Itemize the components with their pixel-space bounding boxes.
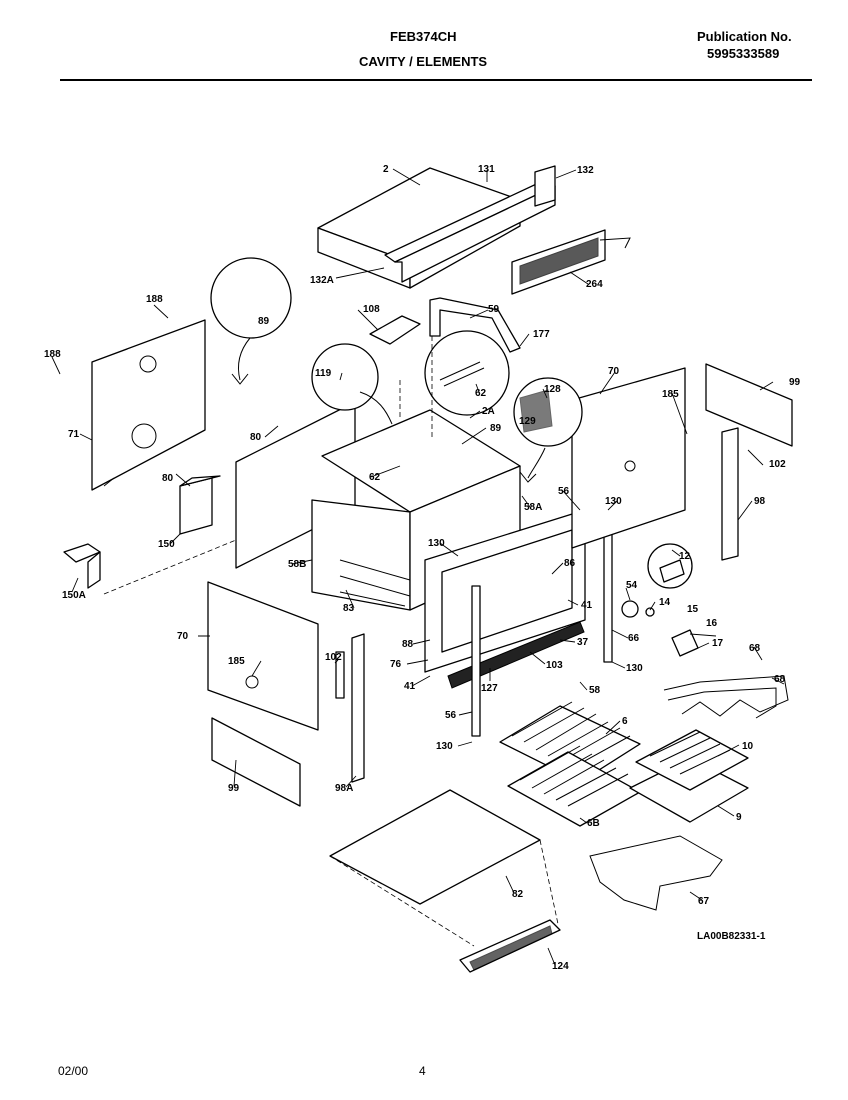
page-number: 4 bbox=[419, 1064, 426, 1078]
callout-56: 56 bbox=[445, 710, 457, 721]
callout-66: 66 bbox=[628, 633, 640, 644]
callout-108: 108 bbox=[363, 304, 380, 315]
callout-56: 56 bbox=[558, 486, 570, 497]
callout-76: 76 bbox=[390, 659, 402, 670]
callout-58: 58 bbox=[589, 685, 601, 696]
callout-58b: 58B bbox=[288, 559, 306, 570]
callout-83: 83 bbox=[343, 603, 355, 614]
callout-98: 98 bbox=[754, 496, 766, 507]
callout-71: 71 bbox=[68, 429, 80, 440]
callout-12: 12 bbox=[679, 551, 691, 562]
callout-185: 185 bbox=[662, 389, 679, 400]
callout-89: 89 bbox=[490, 423, 502, 434]
callout-86: 86 bbox=[564, 558, 576, 569]
callout-131: 131 bbox=[478, 164, 495, 175]
callout-130: 130 bbox=[436, 741, 453, 752]
callout-16: 16 bbox=[706, 618, 718, 629]
callout-6b: 6B bbox=[587, 818, 600, 829]
callout-188: 188 bbox=[146, 294, 163, 305]
callout-58a: 58A bbox=[524, 502, 542, 513]
callout-41: 41 bbox=[404, 681, 416, 692]
callout-67: 67 bbox=[698, 896, 710, 907]
callout-127: 127 bbox=[481, 683, 498, 694]
callout-10: 10 bbox=[742, 741, 754, 752]
callout-124: 124 bbox=[552, 961, 569, 972]
callout-59: 59 bbox=[488, 304, 500, 315]
callout-68: 68 bbox=[774, 674, 786, 685]
callout-99: 99 bbox=[228, 783, 240, 794]
section-title: CAVITY / ELEMENTS bbox=[359, 54, 488, 69]
callout-129: 129 bbox=[519, 416, 536, 427]
callout-98a: 98A bbox=[335, 783, 353, 794]
callout-70: 70 bbox=[608, 366, 620, 377]
callout-80: 80 bbox=[162, 473, 174, 484]
callout-89: 89 bbox=[258, 316, 270, 327]
callout-150: 150 bbox=[158, 539, 175, 550]
callout-62: 62 bbox=[475, 388, 487, 399]
callout-2a: 2A bbox=[482, 406, 495, 417]
callout-150a: 150A bbox=[62, 590, 86, 601]
callout-177: 177 bbox=[533, 329, 550, 340]
callout-185: 185 bbox=[228, 656, 245, 667]
part-callouts: 2 131 132 132A 264 188 188 71 89 108 59 … bbox=[44, 164, 801, 972]
callout-102: 102 bbox=[325, 652, 342, 663]
callout-103: 103 bbox=[546, 660, 563, 671]
callout-70: 70 bbox=[177, 631, 189, 642]
callout-41: 41 bbox=[581, 600, 593, 611]
part-drawings bbox=[63, 165, 793, 973]
callout-9: 9 bbox=[736, 812, 742, 823]
callout-68: 68 bbox=[749, 643, 761, 654]
footer-date: 02/00 bbox=[58, 1064, 89, 1078]
model-number: FEB374CH bbox=[390, 29, 457, 44]
publication-label: Publication No. bbox=[697, 29, 792, 44]
callout-188: 188 bbox=[44, 349, 61, 360]
callout-62: 62 bbox=[369, 472, 381, 483]
header-rule bbox=[60, 79, 812, 81]
callout-99: 99 bbox=[789, 377, 801, 388]
callout-264: 264 bbox=[586, 279, 603, 290]
callout-82: 82 bbox=[512, 889, 524, 900]
callout-130: 130 bbox=[626, 663, 643, 674]
callout-2: 2 bbox=[383, 164, 389, 175]
callout-102: 102 bbox=[769, 459, 786, 470]
callout-132a: 132A bbox=[310, 275, 334, 286]
callout-54: 54 bbox=[626, 580, 638, 591]
callout-6: 6 bbox=[622, 716, 628, 727]
callout-14: 14 bbox=[659, 597, 671, 608]
leader-lines bbox=[51, 168, 785, 966]
callout-130: 130 bbox=[428, 538, 445, 549]
callout-130: 130 bbox=[605, 496, 622, 507]
publication-number: 5995333589 bbox=[707, 46, 780, 61]
callout-128: 128 bbox=[544, 384, 561, 395]
diagram-reference-code: LA00B82331-1 bbox=[697, 931, 766, 942]
callout-119: 119 bbox=[315, 368, 332, 379]
callout-15: 15 bbox=[687, 604, 699, 615]
callout-88: 88 bbox=[402, 639, 414, 650]
callout-17: 17 bbox=[712, 638, 724, 649]
callout-132: 132 bbox=[577, 165, 594, 176]
callout-80: 80 bbox=[250, 432, 262, 443]
callout-37: 37 bbox=[577, 637, 589, 648]
